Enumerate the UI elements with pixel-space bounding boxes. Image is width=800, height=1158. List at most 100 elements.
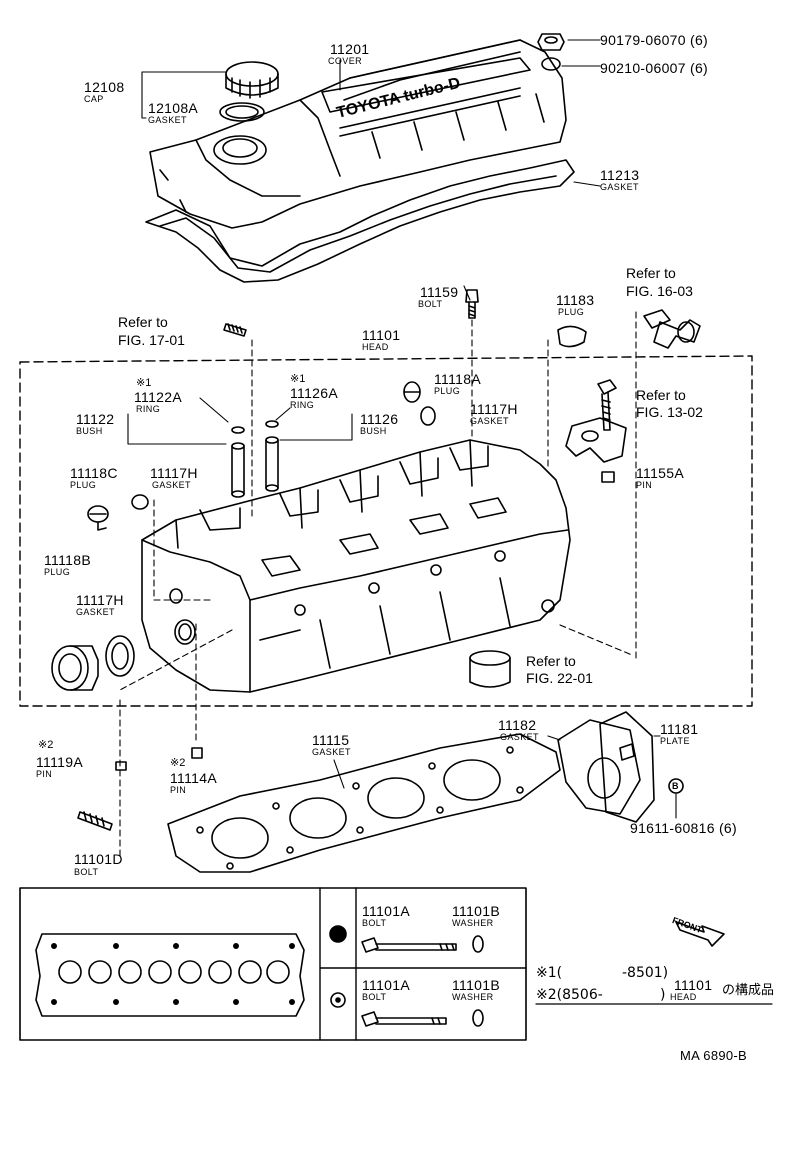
part-90179: 90179-06070 (6) xyxy=(600,32,709,48)
note-part: 11101 xyxy=(674,977,713,993)
gasket-11117H-b xyxy=(131,494,149,510)
ring-11122A xyxy=(231,426,245,434)
table-row2-bolt: 11101A xyxy=(362,977,410,993)
part-11114A-name: PIN xyxy=(170,785,187,795)
part-11114A: 11114A xyxy=(170,770,217,786)
stud-bolt-top xyxy=(223,323,247,337)
ref-fig13-line1: Refer to xyxy=(636,387,686,403)
plate-11181-drawing xyxy=(599,711,655,823)
part-11101: 11101 xyxy=(362,327,401,343)
plate-leaders xyxy=(547,735,677,819)
cylinder-head-cover xyxy=(149,39,567,229)
note-line2: ※2(8506- xyxy=(536,987,603,1003)
part-11122: 11122 xyxy=(76,411,115,427)
bush-11122 xyxy=(231,442,245,498)
mark-2-a: ※2 xyxy=(38,739,54,751)
gasket-11182-drawing xyxy=(557,719,641,815)
ref-fig22-line2: FIG. 22-01 xyxy=(526,670,593,686)
part-11118C: 11118C xyxy=(70,465,118,481)
pin-11119A-drawing xyxy=(115,761,127,771)
part-11126: 11126 xyxy=(360,411,399,427)
torque-box-dividers xyxy=(319,887,527,1041)
part-11115-name: GASKET xyxy=(312,747,351,757)
part-11155A: 11155A xyxy=(636,465,684,481)
head-top-view xyxy=(35,933,305,1017)
callout-b-circle xyxy=(668,778,684,794)
part-12108A: 12108A xyxy=(148,100,199,116)
note-part-name: HEAD xyxy=(670,992,697,1002)
note-suffix: の構成品 xyxy=(722,983,775,998)
part-11117H-a: 11117H xyxy=(470,401,518,417)
note-line1-range: -8501) xyxy=(622,965,669,981)
part-11119A: 11119A xyxy=(36,754,83,770)
part-11118B: 11118B xyxy=(44,552,91,568)
pin-11155A-drawing xyxy=(601,471,615,483)
gasket-11117H-c xyxy=(105,635,135,677)
front-arrow-icon xyxy=(675,921,725,947)
part-12108: 12108 xyxy=(84,79,125,95)
cylinder-head xyxy=(141,439,571,693)
bush-leaders xyxy=(127,397,353,445)
part-12108-name: CAP xyxy=(84,94,104,104)
part-11126-name: BUSH xyxy=(360,426,387,436)
note-line1-mark: ※1( xyxy=(536,965,563,981)
part-11213-name: GASKET xyxy=(600,182,639,192)
part-11183: 11183 xyxy=(556,292,595,308)
part-11182-name: GASKET xyxy=(500,732,539,742)
part-11182: 11182 xyxy=(498,717,537,733)
sleeve-22-01 xyxy=(469,650,511,688)
table-row1-bolt-name: BOLT xyxy=(362,918,387,928)
part-11122A: 11122A xyxy=(134,389,182,405)
part-11101-name: HEAD xyxy=(362,342,389,352)
head-gasket-11115 xyxy=(167,733,561,873)
part-11155A-name: PIN xyxy=(636,480,653,490)
cover-gasket-inner xyxy=(159,175,557,273)
part-11118A: 11118A xyxy=(434,371,481,387)
leader-lines-top xyxy=(141,39,601,301)
head-boundary-dashed xyxy=(19,355,753,707)
torque-box xyxy=(19,887,527,1041)
plug-11118A-drawing xyxy=(403,381,421,403)
bracket-13-02 xyxy=(565,379,627,463)
cover-nut xyxy=(537,33,565,51)
part-11117H-c-name: GASKET xyxy=(76,607,115,617)
ref-fig16-line2: FIG. 16-03 xyxy=(626,283,693,299)
part-11126A: 11126A xyxy=(290,385,338,401)
table-row1-bolt: 11101A xyxy=(362,903,410,919)
stud-bolt-11101D xyxy=(77,811,113,831)
ref-fig17-line1: Refer to xyxy=(118,314,168,330)
cap-gasket xyxy=(219,102,265,122)
part-11183-name: PLUG xyxy=(558,307,585,317)
part-11119A-name: PIN xyxy=(36,769,53,779)
gasket-11117H-a xyxy=(420,406,436,426)
callout-b-letter: B xyxy=(672,781,679,791)
plug-11183-drawing xyxy=(557,325,587,348)
part-11117H-a-name: GASKET xyxy=(470,416,509,426)
table-row2-washer-name: WASHER xyxy=(452,992,494,1002)
union-fitting-16-03 xyxy=(643,309,701,349)
filled-dot-marker xyxy=(329,925,347,943)
part-11201-name: COVER xyxy=(328,56,363,66)
washer-row2 xyxy=(472,1009,484,1027)
part-11118C-name: PLUG xyxy=(70,480,97,490)
part-11159-name: BOLT xyxy=(418,299,443,309)
note-line2-close: ) xyxy=(660,987,666,1003)
part-11159: 11159 xyxy=(420,284,459,300)
open-dot-marker-center xyxy=(335,997,341,1003)
bolt-11159-drawing xyxy=(465,289,479,319)
cover-gasket xyxy=(145,159,575,283)
oil-filler-cap xyxy=(225,61,279,99)
long-bolt-row1 xyxy=(361,937,457,953)
ref-fig17-line2: FIG. 17-01 xyxy=(118,332,185,348)
plug-11118C-drawing xyxy=(87,505,109,531)
part-11122-name: BUSH xyxy=(76,426,103,436)
ref-fig13-line2: FIG. 13-02 xyxy=(636,404,703,420)
part-11101D-name: BOLT xyxy=(74,867,99,877)
part-11181: 11181 xyxy=(660,721,699,737)
head-dashed-leaders xyxy=(119,311,637,861)
part-11101D: 11101D xyxy=(74,851,123,867)
cap-gasket-inner xyxy=(225,105,259,119)
part-11117H-b: 11117H xyxy=(150,465,198,481)
